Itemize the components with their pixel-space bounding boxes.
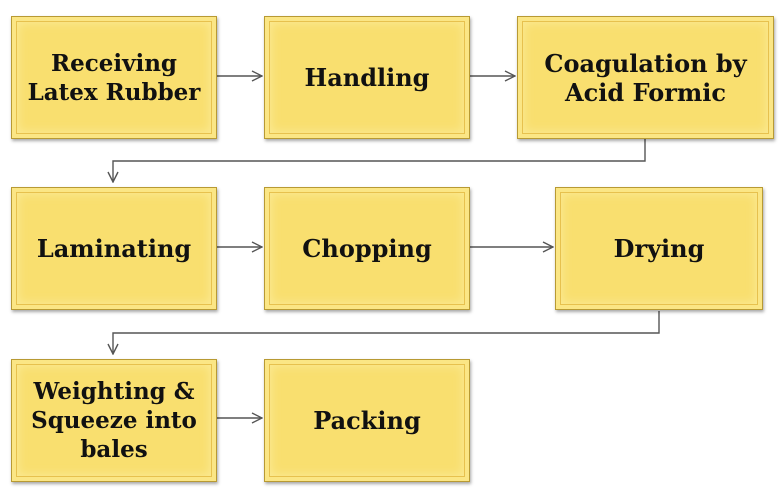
- step-chopping-label: Chopping: [302, 234, 432, 263]
- step-handling-label: Handling: [304, 63, 430, 92]
- step-coagulation-label: Coagulation by Acid Formic: [544, 48, 747, 107]
- step-laminating: Laminating: [11, 187, 217, 310]
- arrow-drying-to-weighting: [113, 311, 660, 354]
- step-receiving-latex-rubber: Receiving Latex Rubber: [11, 16, 217, 139]
- step-drying-label: Drying: [613, 234, 705, 263]
- step-drying: Drying: [555, 187, 763, 310]
- step-packing: Packing: [264, 359, 470, 482]
- step-handling: Handling: [264, 16, 470, 139]
- step-weighting-squeeze: Weighting & Squeeze into bales: [11, 359, 217, 482]
- step-receiving-label: Receiving Latex Rubber: [27, 49, 201, 106]
- step-chopping: Chopping: [264, 187, 470, 310]
- step-laminating-label: Laminating: [36, 234, 192, 263]
- arrow-coagulation-to-laminating: [113, 139, 646, 182]
- step-weighting-label: Weighting & Squeeze into bales: [31, 378, 197, 463]
- step-coagulation: Coagulation by Acid Formic: [517, 16, 774, 139]
- step-packing-label: Packing: [313, 406, 421, 435]
